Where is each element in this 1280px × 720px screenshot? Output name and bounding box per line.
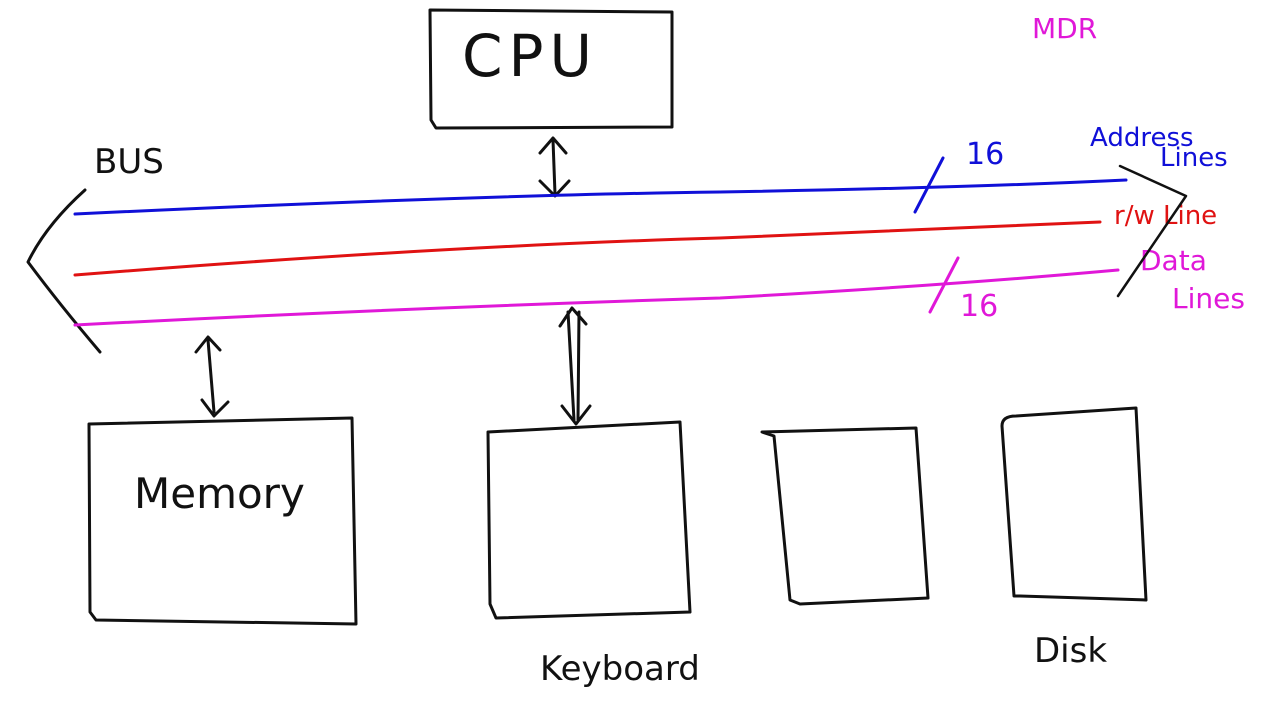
cpu-label: CPU <box>462 22 598 90</box>
memory-bus-arrow <box>194 335 230 418</box>
keyboard-bus-arrow <box>558 306 592 426</box>
line-group-bracket <box>1116 164 1188 298</box>
memory-label: Memory <box>134 469 305 518</box>
rw-bus-line <box>73 220 1102 277</box>
cpu-box <box>428 8 674 130</box>
address-lines-label-line2: Lines <box>1160 143 1228 173</box>
cpu-bus-arrow <box>538 136 571 198</box>
mdr-label: MDR <box>1032 12 1097 45</box>
bus-label: BUS <box>94 142 164 182</box>
disk-label: Disk <box>1034 631 1107 671</box>
data-lines-label-line1: Data <box>1140 244 1207 277</box>
address-lines-label-line1: Address <box>1090 123 1194 153</box>
keyboard-label: Keyboard <box>540 649 700 689</box>
address-width-label: 16 <box>966 137 1004 172</box>
disk-box <box>1000 406 1148 602</box>
data-width-slash <box>928 256 960 314</box>
keyboard-box <box>486 420 692 620</box>
address-bus-line <box>73 178 1128 216</box>
data-bus-line <box>73 268 1120 327</box>
address-width-slash <box>913 156 945 214</box>
data-lines-label-line2: Lines <box>1172 282 1245 315</box>
data-width-label: 16 <box>960 289 998 324</box>
device-box-3 <box>760 426 930 606</box>
memory-box <box>87 416 358 626</box>
